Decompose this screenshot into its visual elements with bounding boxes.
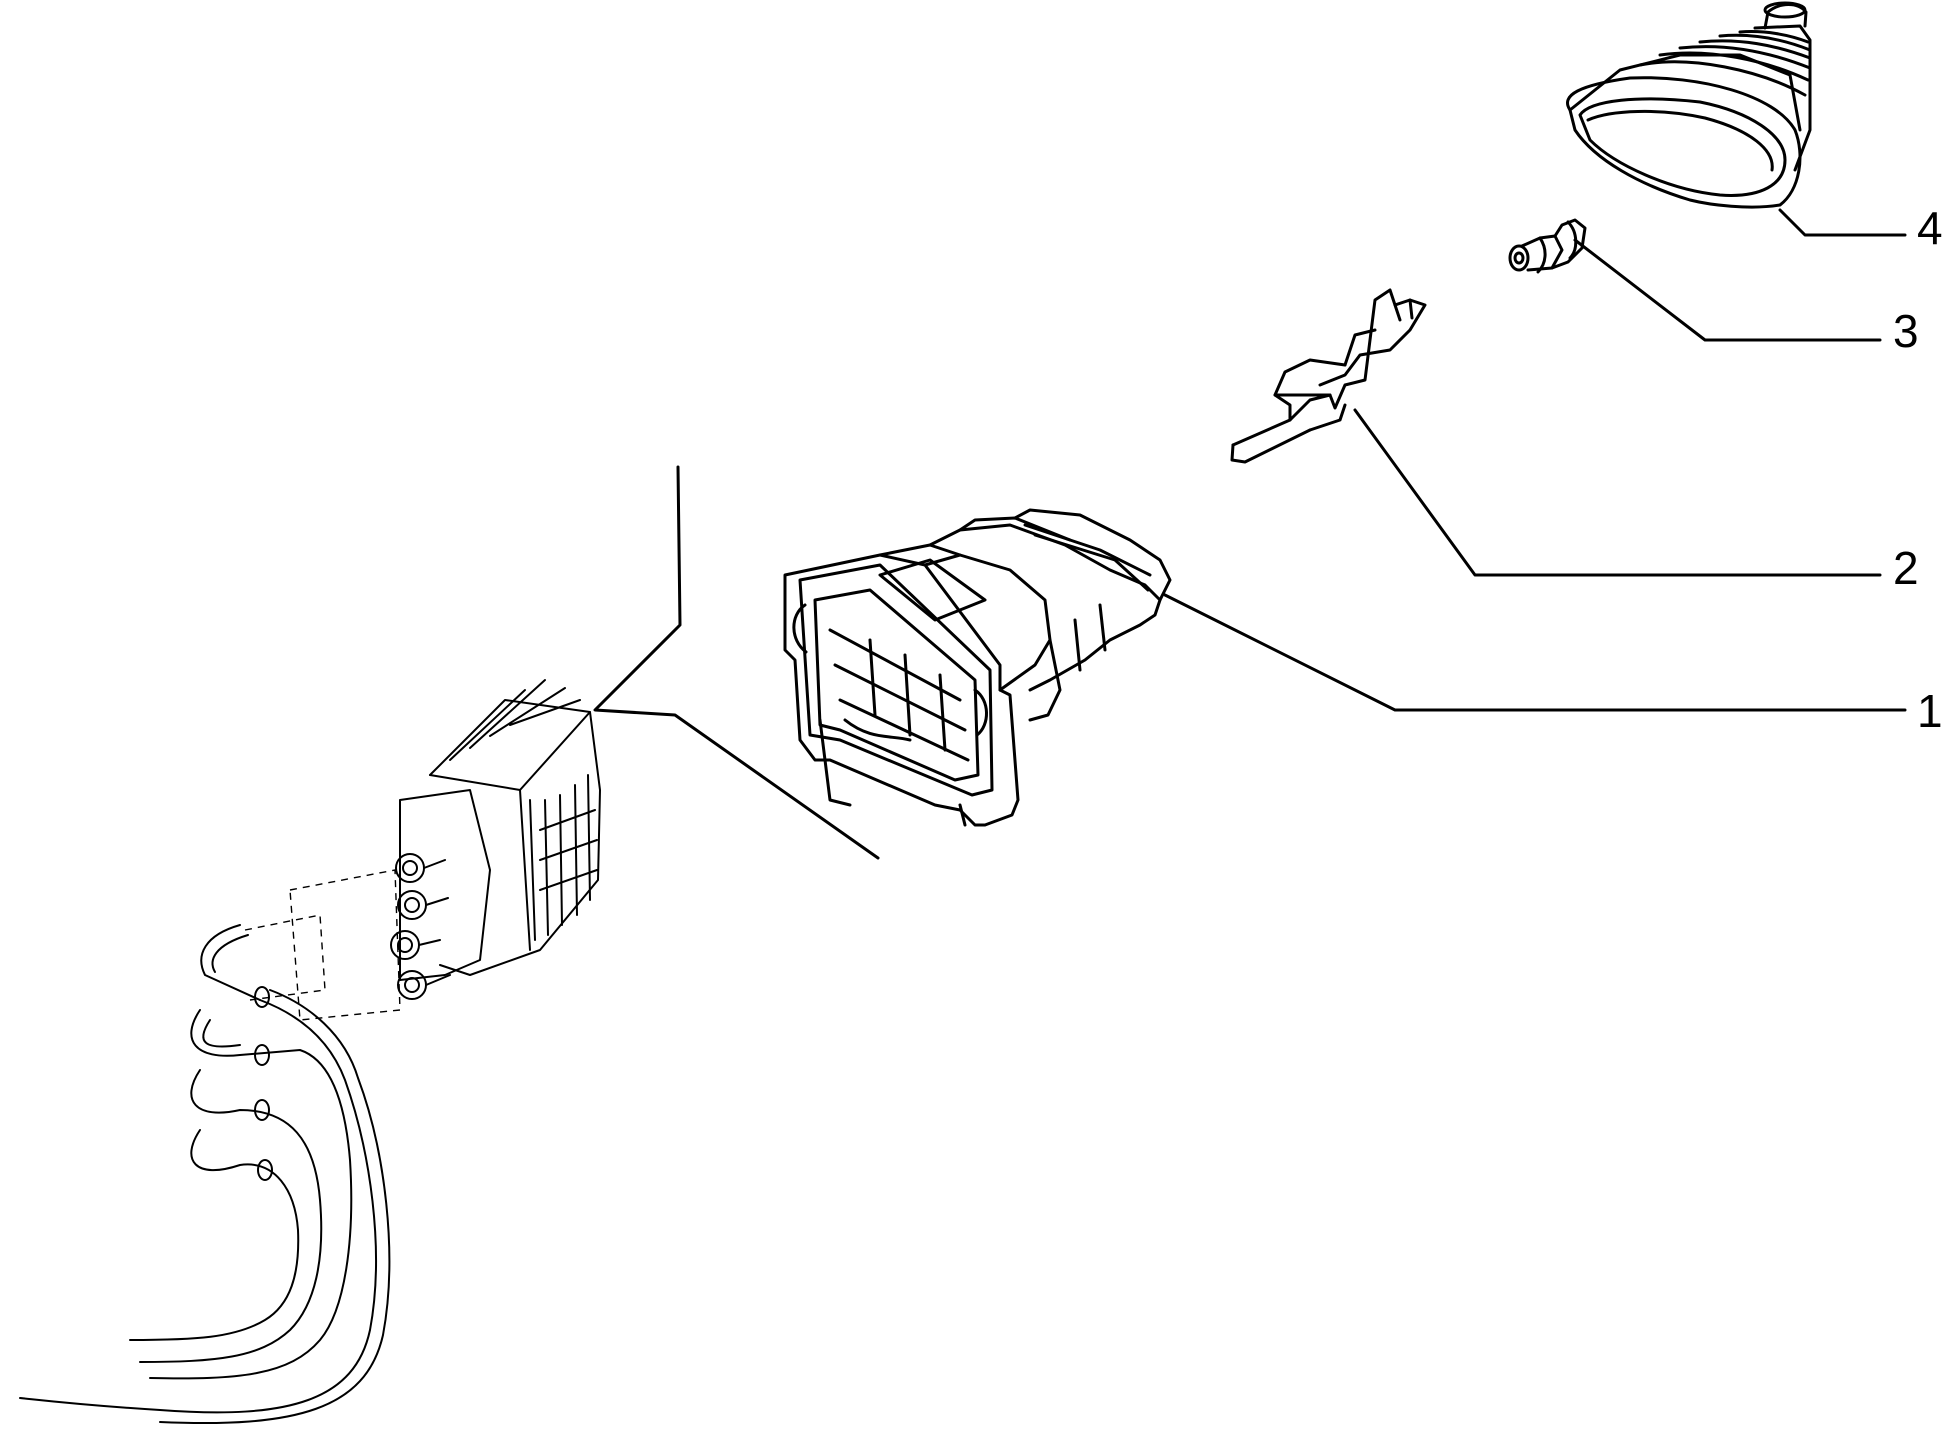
callout-3: 3 bbox=[1893, 305, 1919, 357]
connector-housing bbox=[783, 508, 1172, 827]
phantom-outline bbox=[244, 869, 401, 1021]
callout-1: 1 bbox=[1917, 685, 1943, 737]
callout-4: 4 bbox=[1917, 202, 1943, 254]
ignition-coil-pack bbox=[390, 679, 601, 1000]
leader-lines bbox=[1163, 208, 1907, 712]
explode-bracket-lines bbox=[593, 465, 880, 860]
leader-line-3 bbox=[1573, 238, 1882, 342]
leader-line-4 bbox=[1778, 208, 1907, 237]
seal-grommet bbox=[1508, 218, 1587, 274]
leader-line-1 bbox=[1163, 593, 1907, 712]
ignition-leads bbox=[19, 924, 391, 1425]
callout-2: 2 bbox=[1893, 542, 1919, 594]
rubber-boot bbox=[1566, 1, 1812, 209]
terminal-pin bbox=[1230, 288, 1427, 464]
leader-line-2 bbox=[1353, 408, 1882, 577]
